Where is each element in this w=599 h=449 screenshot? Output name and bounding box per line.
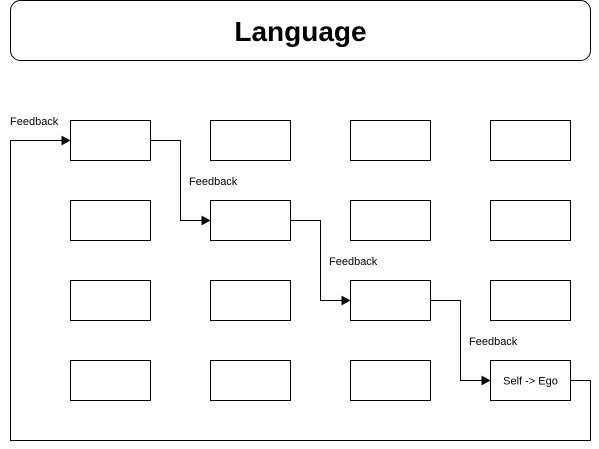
connector-step-1 (150, 140, 202, 221)
feedback-label: Feedback (469, 336, 518, 348)
arrowhead (61, 135, 71, 146)
node-label-self-ego: Self -> Ego (503, 376, 558, 388)
node-box-self-ego (490, 360, 571, 401)
node-box (350, 280, 431, 321)
node-box (350, 360, 431, 401)
node-box (210, 120, 291, 161)
title-box (10, 0, 591, 61)
connector-step-3 (430, 300, 482, 381)
connector-step-2 (290, 220, 342, 301)
node-box (490, 280, 571, 321)
node-box (70, 360, 151, 401)
node-box (210, 360, 291, 401)
diagram-title: Language (234, 16, 366, 47)
node-box (350, 120, 431, 161)
feedback-label: Feedback (10, 116, 59, 128)
node-box (490, 120, 571, 161)
node-box (70, 200, 151, 241)
node-box (70, 120, 151, 161)
node-box (350, 200, 431, 241)
arrowhead (341, 295, 351, 306)
feedback-loop-connector (10, 140, 591, 441)
feedback-label: Feedback (329, 256, 378, 268)
feedback-label: Feedback (189, 176, 238, 188)
node-box (490, 200, 571, 241)
node-box (210, 280, 291, 321)
node-box (70, 280, 151, 321)
arrowhead (481, 375, 491, 386)
arrowhead (201, 215, 211, 226)
node-box (210, 200, 291, 241)
